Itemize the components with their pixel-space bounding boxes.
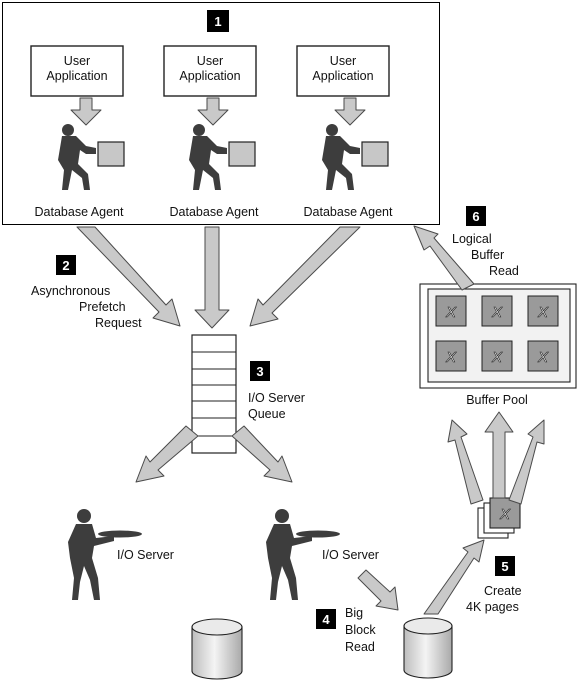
io-queue-label: I/O Server bbox=[248, 391, 305, 405]
logical-buffer-read-label: Buffer bbox=[471, 248, 504, 262]
svg-text:X: X bbox=[537, 349, 549, 366]
user-application-box-3: User Application bbox=[296, 45, 390, 97]
step-badge-6 bbox=[466, 206, 486, 226]
prefetch-request-label: Asynchronous bbox=[31, 284, 110, 298]
create-pages-arrow bbox=[423, 539, 485, 615]
prefetch-arrow-center bbox=[194, 226, 230, 329]
user-application-label: User bbox=[197, 54, 223, 68]
io-server-label: I/O Server bbox=[117, 548, 174, 562]
prefetch-arrow-right bbox=[249, 226, 361, 327]
user-application-box-2: User Application bbox=[163, 45, 257, 97]
io-server-label: I/O Server bbox=[322, 548, 379, 562]
database-agent-figure-2 bbox=[189, 124, 256, 190]
step-badge-number: 1 bbox=[214, 14, 221, 29]
prefetch-arrow-left bbox=[76, 226, 181, 327]
user-application-label: Application bbox=[179, 69, 240, 83]
step-badge-number: 2 bbox=[62, 258, 69, 273]
prefetch-request-label: Prefetch bbox=[79, 300, 126, 314]
page-stack: X bbox=[477, 497, 521, 539]
svg-text:X: X bbox=[537, 304, 549, 321]
database-agent-label: Database Agent bbox=[35, 205, 124, 219]
logical-buffer-read-label: Read bbox=[489, 264, 519, 278]
disk-right bbox=[403, 617, 453, 679]
disk-left bbox=[191, 618, 243, 680]
fill-buffer-arrow-center bbox=[484, 411, 514, 499]
big-block-read-arrow bbox=[357, 569, 399, 611]
buffer-page: X bbox=[527, 295, 559, 327]
step-badge-number: 4 bbox=[322, 612, 330, 627]
database-agent-label: Database Agent bbox=[304, 205, 393, 219]
big-block-read-label: Big bbox=[345, 606, 363, 620]
buffer-page: X bbox=[527, 340, 559, 372]
step-badge-5 bbox=[495, 556, 515, 576]
queue-to-server-arrow-right bbox=[231, 425, 293, 483]
app-to-agent-arrow-1 bbox=[70, 97, 102, 126]
app-to-agent-arrow-2 bbox=[197, 97, 229, 126]
step-badge-number: 3 bbox=[256, 364, 263, 379]
create-pages-label: Create bbox=[484, 584, 522, 598]
queue-to-server-arrow-left bbox=[135, 425, 199, 483]
buffer-page: X bbox=[481, 340, 513, 372]
big-block-read-label: Block bbox=[345, 623, 376, 637]
buffer-pool-label: Buffer Pool bbox=[466, 393, 528, 407]
step-badge-3 bbox=[250, 361, 270, 381]
step-badge-number: 6 bbox=[472, 209, 479, 224]
fill-buffer-arrow-right bbox=[508, 419, 545, 505]
user-application-label: User bbox=[330, 54, 356, 68]
fill-buffer-arrow-left bbox=[447, 419, 484, 505]
user-application-label: Application bbox=[46, 69, 107, 83]
step-badge-2 bbox=[56, 255, 76, 275]
logical-buffer-read-label: Logical bbox=[452, 232, 492, 246]
user-application-label: User bbox=[64, 54, 90, 68]
prefetch-request-label: Request bbox=[95, 316, 142, 330]
svg-text:X: X bbox=[445, 349, 457, 366]
page-mark: X bbox=[499, 506, 511, 523]
create-pages-label: 4K pages bbox=[466, 600, 519, 614]
step-badge-number: 5 bbox=[501, 559, 508, 574]
database-agent-figure-3 bbox=[322, 124, 389, 190]
step-badge-4 bbox=[316, 609, 336, 629]
svg-text:X: X bbox=[445, 304, 457, 321]
svg-text:X: X bbox=[491, 349, 503, 366]
user-application-box-1: User Application bbox=[30, 45, 124, 97]
io-queue-label: Queue bbox=[248, 407, 286, 421]
buffer-page: X bbox=[435, 295, 467, 327]
app-to-agent-arrow-3 bbox=[334, 97, 366, 126]
database-agent-label: Database Agent bbox=[170, 205, 259, 219]
logical-buffer-read-arrow bbox=[413, 225, 475, 291]
user-application-label: Application bbox=[312, 69, 373, 83]
svg-text:X: X bbox=[491, 304, 503, 321]
buffer-page: X bbox=[435, 340, 467, 372]
buffer-page: X bbox=[481, 295, 513, 327]
io-server-queue bbox=[191, 334, 237, 454]
step-badge-1 bbox=[207, 10, 229, 32]
buffer-pool: X X X X X X bbox=[419, 283, 577, 389]
database-agent-figure-1 bbox=[58, 124, 125, 190]
big-block-read-label: Read bbox=[345, 640, 375, 654]
